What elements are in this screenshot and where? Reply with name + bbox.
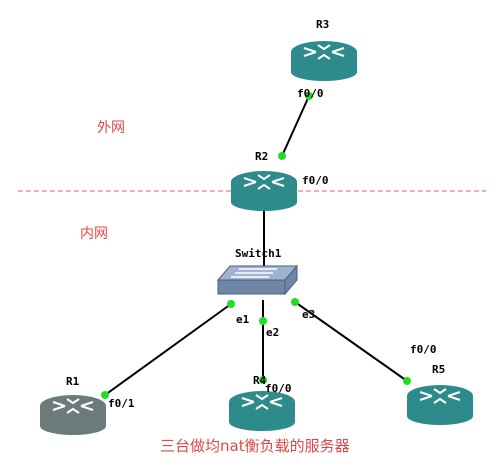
link-r3-r2[interactable] bbox=[281, 95, 310, 157]
device-label-switch1: Switch1 bbox=[235, 247, 282, 260]
port-dot-r3-f00[interactable] bbox=[305, 92, 313, 100]
device-label-r5: R5 bbox=[432, 363, 445, 376]
router-r4[interactable] bbox=[228, 390, 296, 432]
router-icon bbox=[228, 390, 296, 432]
switch-icon bbox=[216, 264, 299, 296]
link-switch1-r1[interactable] bbox=[104, 303, 232, 396]
port-label-r5-f00: f0/0 bbox=[410, 343, 437, 356]
port-label-sw-e3: e3 bbox=[302, 308, 315, 321]
links bbox=[104, 95, 408, 396]
port-dot-sw-e2[interactable] bbox=[259, 317, 267, 325]
device-label-r1: R1 bbox=[66, 375, 80, 388]
router-icon bbox=[290, 40, 358, 82]
router-r2[interactable] bbox=[230, 170, 298, 212]
switch-switch1[interactable] bbox=[216, 264, 299, 296]
port-dot-r1-f01[interactable] bbox=[101, 391, 109, 399]
router-icon bbox=[39, 394, 107, 436]
device-label-r3: R3 bbox=[316, 18, 329, 31]
router-r5[interactable] bbox=[406, 384, 474, 426]
router-r1[interactable] bbox=[39, 394, 107, 436]
zone-label-inside: 内网 bbox=[80, 226, 108, 242]
port-dot-r2-f00[interactable] bbox=[278, 152, 286, 160]
port-label-sw-e1: e1 bbox=[236, 313, 250, 326]
port-dot-sw-e1[interactable] bbox=[227, 300, 235, 308]
port-dot-sw-e3[interactable] bbox=[291, 298, 299, 306]
router-icon bbox=[406, 384, 474, 426]
port-label-r3-f00: f0/0 bbox=[297, 87, 324, 100]
zone-label-outside: 外网 bbox=[97, 120, 125, 136]
device-label-r4: R4 bbox=[253, 374, 267, 387]
port-dot-r5-f00[interactable] bbox=[403, 377, 411, 385]
port-label-r4-f00: f0/0 bbox=[265, 382, 292, 395]
router-r3[interactable] bbox=[290, 40, 358, 82]
router-icon bbox=[230, 170, 298, 212]
caption-text: 三台做均nat衡负载的服务器 bbox=[160, 437, 350, 455]
port-label-r1-f01: f0/1 bbox=[108, 397, 135, 410]
link-switch1-r5[interactable] bbox=[294, 301, 408, 382]
device-label-r2: R2 bbox=[255, 150, 268, 163]
port-label-sw-e2: e2 bbox=[266, 326, 279, 339]
port-dots bbox=[101, 92, 411, 399]
port-dot-r4-f00[interactable] bbox=[259, 376, 267, 384]
port-label-r2-f00: f0/0 bbox=[302, 174, 329, 187]
